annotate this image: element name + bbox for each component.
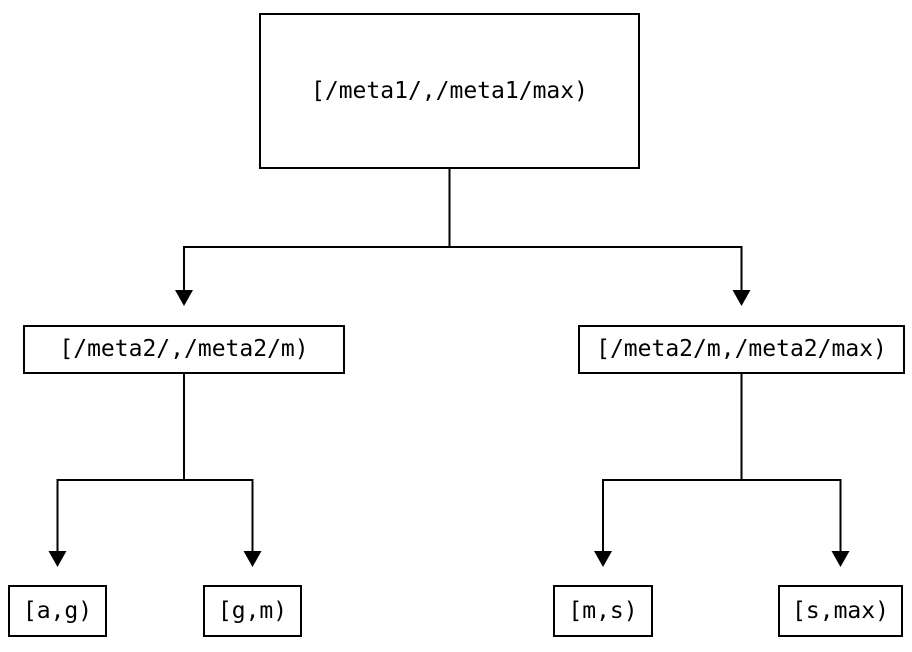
node-meta2-low-interval: [/meta2/,/meta2/m): [23, 325, 345, 374]
leaf-node-m-s: [m,s): [553, 585, 653, 637]
leaf-node-a-g: [a,g): [8, 585, 107, 637]
edge-root-to-level2: [175, 169, 751, 306]
node-root-interval: [/meta1/,/meta1/max): [259, 13, 640, 169]
arrow-down-icon: [243, 551, 262, 567]
node-meta2-high-interval: [/meta2/m,/meta2/max): [578, 325, 905, 374]
edge-meta2high-to-leaves: [594, 374, 850, 567]
edge-meta2low-to-leaves: [48, 374, 262, 567]
leaf-node-g-m: [g,m): [203, 585, 302, 637]
arrow-down-icon: [732, 290, 751, 306]
arrow-down-icon: [594, 551, 612, 567]
arrow-down-icon: [175, 290, 193, 306]
leaf-node-s-max: [s,max): [778, 585, 903, 637]
arrow-down-icon: [831, 551, 850, 567]
arrow-down-icon: [48, 551, 67, 567]
